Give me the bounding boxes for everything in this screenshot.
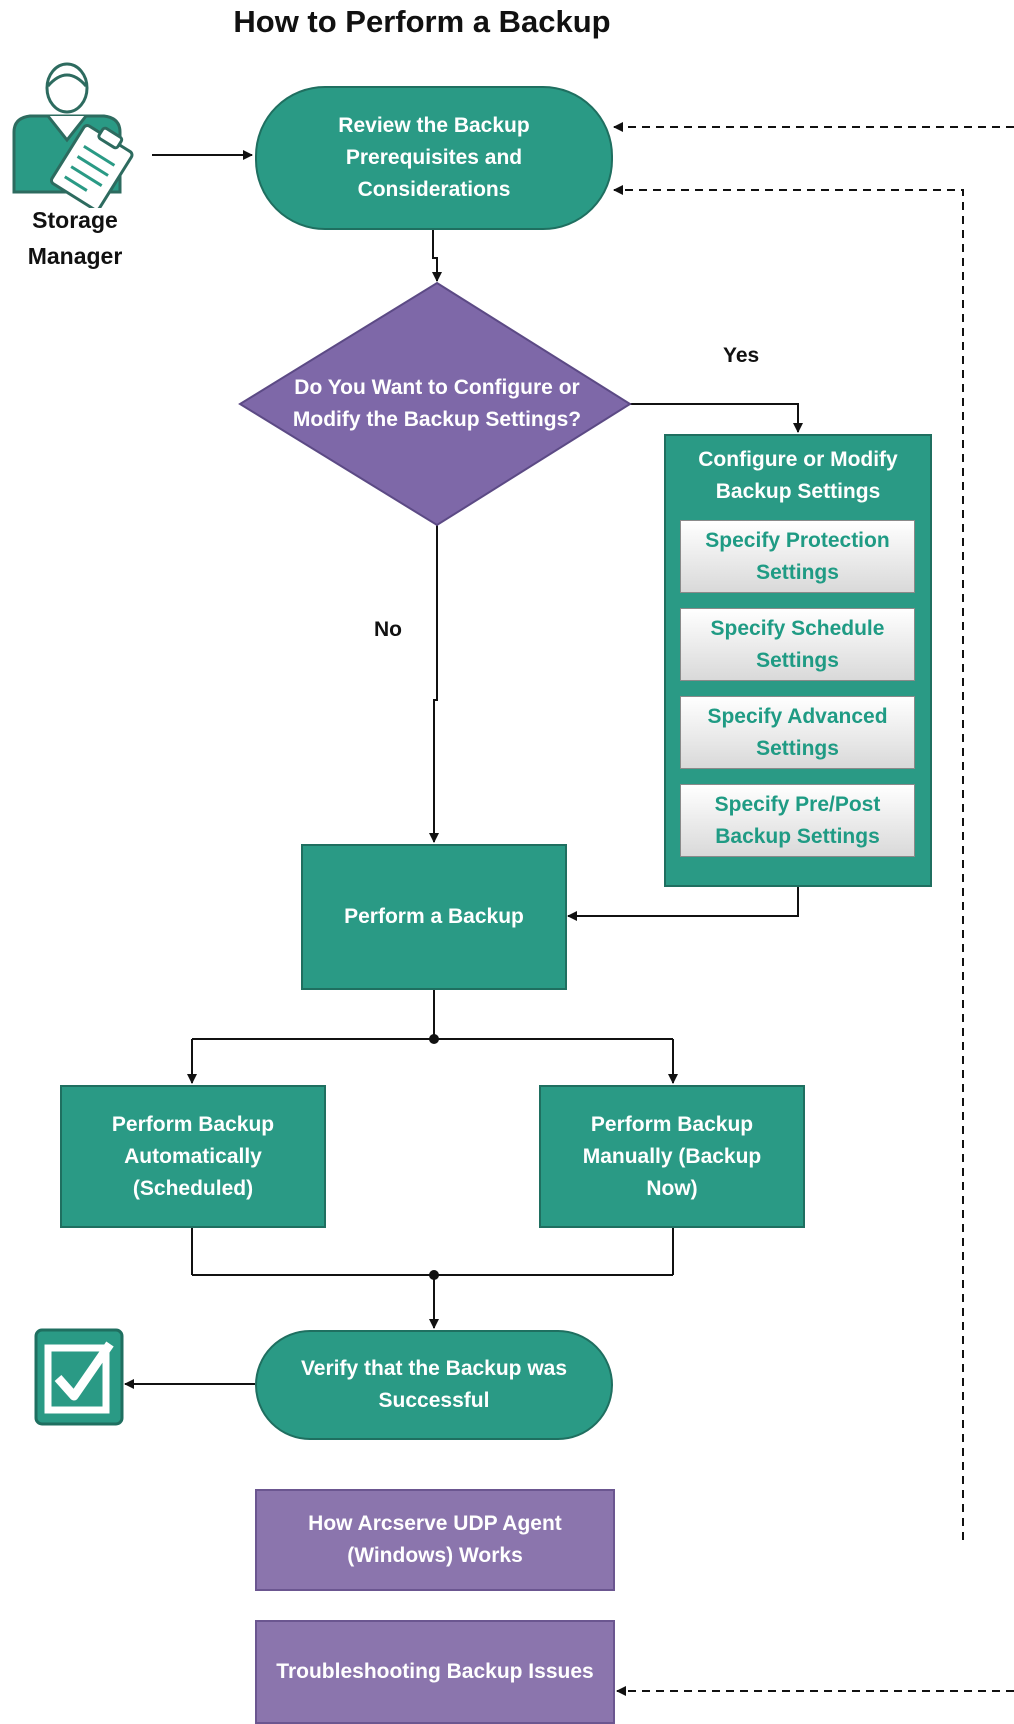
- edge-review-decision: [432, 230, 442, 282]
- decision-diamond: [238, 281, 632, 527]
- specify-schedule-settings: Specify Schedule Settings: [680, 608, 915, 681]
- checkmark-icon: [34, 1328, 126, 1428]
- storage-manager-icon: [8, 60, 158, 212]
- configure-group-title: Configure or Modify Backup Settings: [698, 448, 898, 503]
- diagram-title: How to Perform a Backup: [233, 4, 611, 39]
- edge-no: [429, 525, 439, 843]
- how-agent-works-node: How Arcserve UDP Agent (Windows) Works: [255, 1489, 615, 1591]
- specify-advanced-settings: Specify Advanced Settings: [680, 696, 915, 769]
- verify-backup-node: Verify that the Backup was Successful: [255, 1330, 613, 1440]
- merge-dot: [429, 1270, 439, 1280]
- edge-yes: [630, 403, 803, 433]
- perform-backup-node: Perform a Backup: [301, 844, 567, 990]
- edge-configure-perform: [567, 887, 799, 921]
- no-label: No: [374, 618, 402, 641]
- actor-label: Storage Manager: [27, 207, 123, 269]
- review-prerequisites-node: Review the Backup Prerequisites and Cons…: [255, 86, 613, 230]
- perform-backup-manual-node: Perform Backup Manually (Backup Now): [539, 1085, 805, 1228]
- specify-protection-settings: Specify Protection Settings: [680, 520, 915, 593]
- troubleshooting-node: Troubleshooting Backup Issues: [255, 1620, 615, 1724]
- split-dot: [429, 1034, 439, 1044]
- yes-label: Yes: [723, 344, 760, 367]
- dashed-loop-how-works: [613, 185, 964, 1540]
- decision-text: Do You Want to Configure or Modify the B…: [292, 376, 582, 431]
- specify-pre-post-backup-settings: Specify Pre/Post Backup Settings: [680, 784, 915, 857]
- perform-backup-auto-node: Perform Backup Automatically (Scheduled): [60, 1085, 326, 1228]
